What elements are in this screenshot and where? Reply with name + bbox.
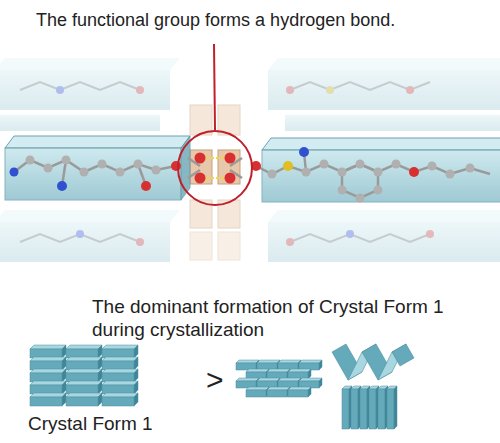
form-label: Crystal Form 1 (28, 413, 153, 436)
comparison-symbol: > (206, 362, 224, 398)
molecule-left (10, 156, 182, 192)
molecule-right (251, 147, 490, 203)
leader-line (214, 44, 215, 130)
brick-wall-form (236, 360, 322, 397)
hydrogen-bond (188, 153, 242, 184)
callout-circle (178, 131, 252, 205)
background-layers (0, 58, 500, 262)
crystal-form-1-stack (30, 345, 138, 406)
herringbone-form (332, 344, 414, 380)
vertical-stack-form (342, 386, 397, 429)
caption-text: The dominant formation of Crystal Form 1… (92, 296, 452, 342)
front-layer-left (5, 136, 190, 200)
callout-text: The functional group forms a hydrogen bo… (36, 10, 395, 32)
